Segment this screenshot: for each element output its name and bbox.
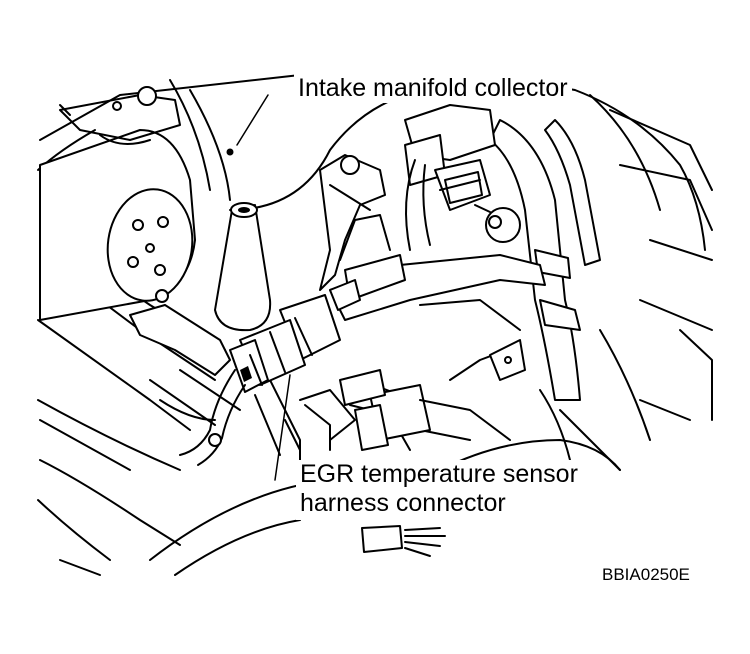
egr-sensor-connector-label: EGR temperature sensor harness connector: [296, 460, 582, 520]
egr-label-line-1: EGR temperature sensor: [300, 460, 578, 488]
canister-component: [39, 86, 196, 321]
egr-pipe-assembly: [284, 369, 511, 451]
intake-collector-marker: [226, 148, 234, 156]
intake-collector-leader: [236, 94, 269, 146]
engine-background-lines: [37, 74, 713, 576]
lower-connector-fragment: [361, 525, 446, 557]
center-tube: [329, 254, 546, 381]
center-bracket: [319, 154, 391, 291]
egr-sensor-harness-connector: [179, 294, 341, 466]
figure-code: BBIA0250E: [602, 565, 690, 584]
lower-bracket: [129, 304, 241, 426]
vacuum-nipple: [214, 202, 272, 332]
egr-connector-leader: [274, 374, 291, 481]
egr-label-line-2: harness connector: [300, 488, 506, 517]
harness-bundle: [489, 119, 601, 461]
upper-sensor-assembly: [404, 104, 521, 251]
intake-manifold-collector-label: Intake manifold collector: [294, 74, 572, 103]
